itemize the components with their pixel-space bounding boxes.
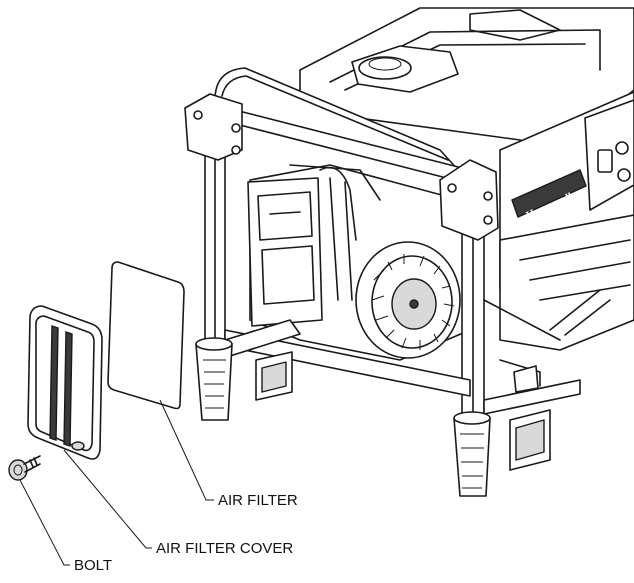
callout-air-filter-cover: AIR FILTER COVER (63, 449, 293, 557)
frame (184, 67, 581, 421)
right-bracket (439, 159, 499, 241)
label-air-filter-cover: AIR FILTER COVER (156, 540, 293, 557)
left-stand (255, 351, 293, 401)
bolt (8, 455, 41, 481)
left-bracket (184, 93, 243, 161)
label-air-filter: AIR FILTER (218, 492, 298, 509)
left-foot (195, 337, 233, 421)
right-stand (509, 409, 551, 471)
generator: Honeywell (184, 7, 634, 497)
air-filter (107, 261, 185, 410)
callout-bolt: BOLT (19, 479, 112, 574)
control-panel (584, 99, 634, 211)
engine (247, 164, 471, 361)
label-bolt: BOLT (74, 557, 112, 574)
air-filter-housing (247, 177, 323, 327)
fuel-cap (351, 45, 459, 93)
air-filter-cover (27, 305, 103, 460)
right-foot (453, 411, 491, 497)
callout-air-filter: AIR FILTER (159, 399, 298, 509)
recoil-starter (355, 241, 461, 359)
